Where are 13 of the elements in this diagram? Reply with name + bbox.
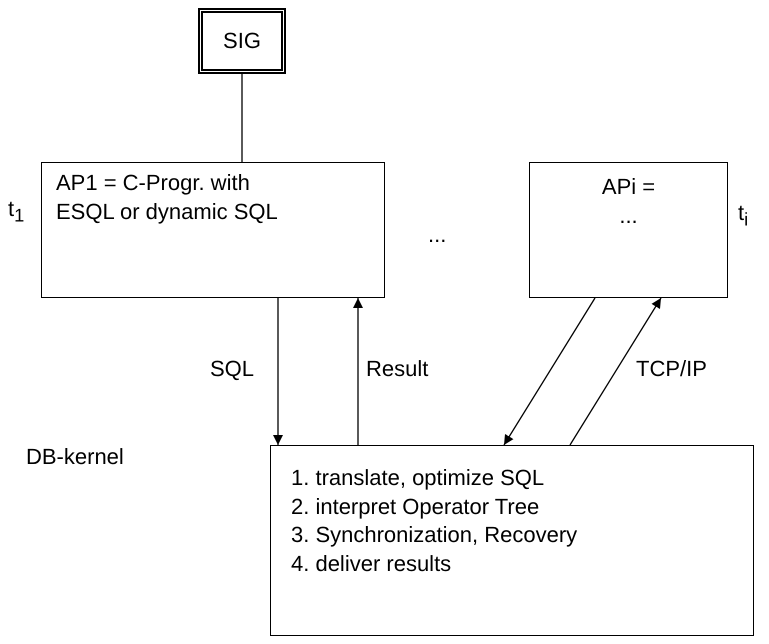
ellipsis: ...	[428, 222, 446, 248]
arrow	[503, 298, 596, 446]
process-box: SIG	[198, 8, 286, 74]
time-label: t$_{i}$	[738, 200, 748, 230]
process-box: AP1 = C-Progr. with ESQL or dynamic SQL	[41, 162, 385, 298]
time-label: t$_{1}$	[8, 196, 24, 226]
connector-line	[241, 74, 243, 162]
arrow	[353, 298, 363, 445]
arrow	[569, 298, 662, 446]
process-box: 1. translate, optimize SQL 2. interpret Operator Tree 3. Synchronization, Recovery 4. deliver results	[270, 445, 754, 636]
process-box: APi = ...	[529, 162, 728, 298]
arrow	[273, 298, 283, 445]
heading: DB-kernel	[26, 444, 124, 470]
